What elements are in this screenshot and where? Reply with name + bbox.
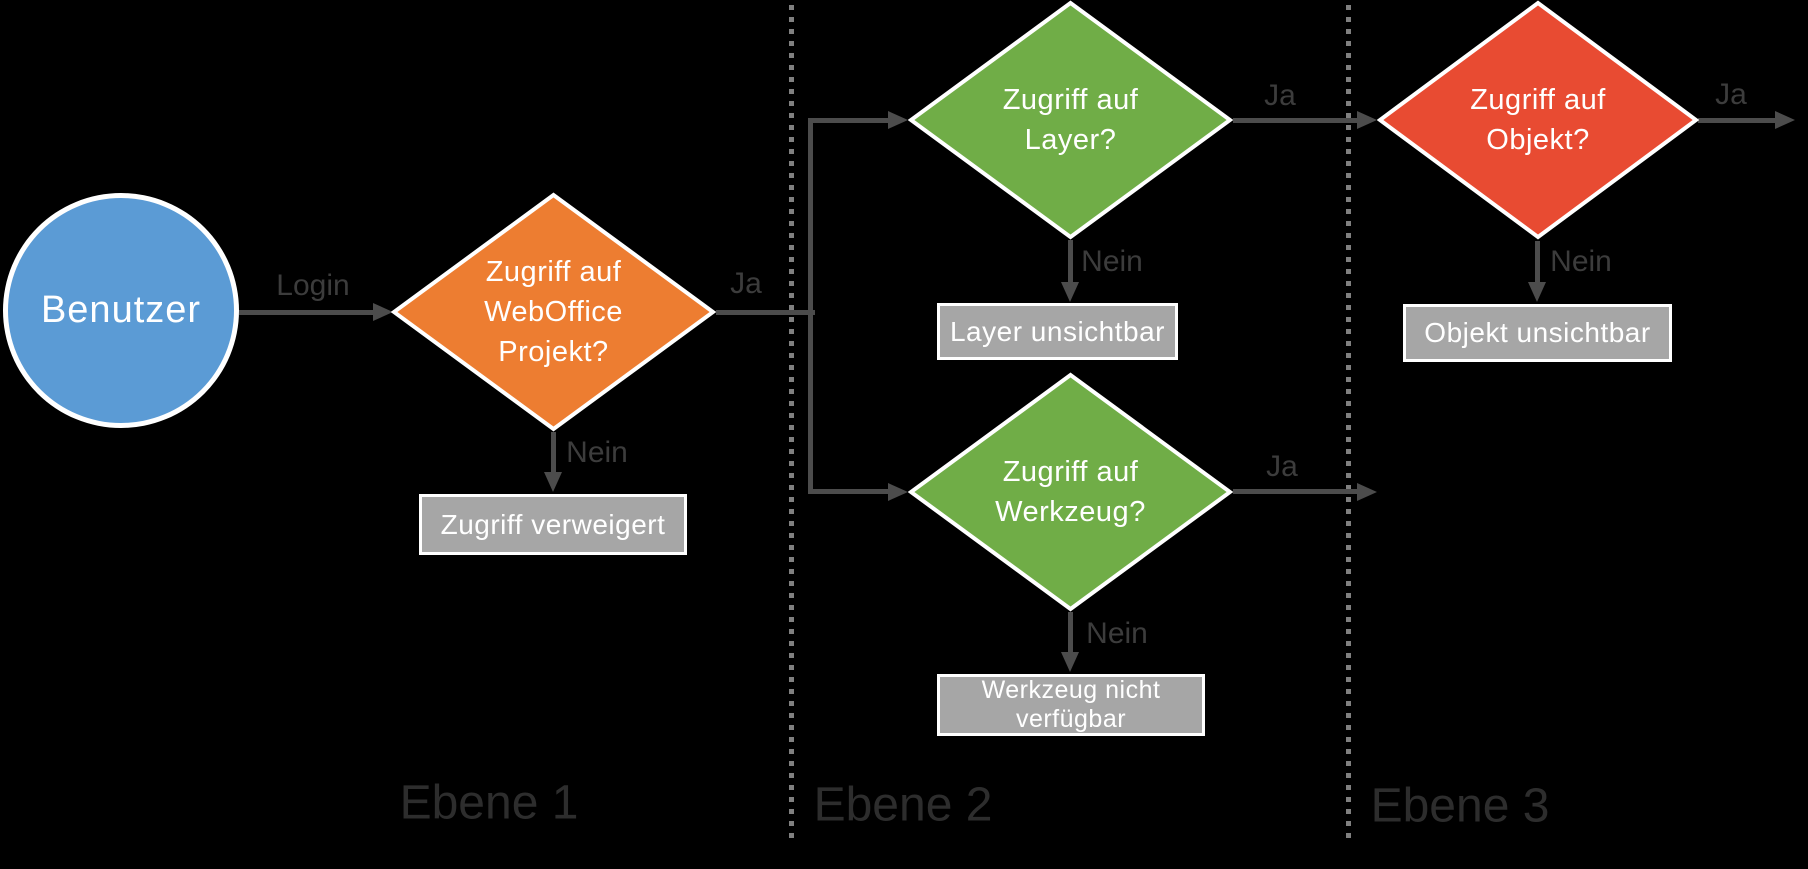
edge-project-ja-line	[716, 310, 815, 315]
edge-label-project-ja: Ja	[730, 267, 762, 300]
edge-tool-ja-arrowhead	[1357, 483, 1377, 501]
edge-object-nein-line	[1535, 241, 1540, 283]
edge-tool-nein-arrowhead	[1061, 652, 1079, 672]
edge-object-ja-arrowhead	[1775, 111, 1795, 129]
junction-vertical-line	[808, 118, 813, 494]
edge-tool-ja-line	[1233, 489, 1358, 494]
edge-label-tool-ja: Ja	[1266, 450, 1298, 483]
lane-label-ebene-1: Ebene 1	[399, 776, 579, 830]
tool-decision-label: Zugriff auf Werkzeug?	[995, 456, 1146, 528]
layer-hidden-box: Layer unsichtbar	[937, 303, 1178, 360]
edge-label-object-ja: Ja	[1715, 78, 1747, 111]
diamond-shape	[391, 192, 716, 432]
edge-label-login: Login	[276, 269, 350, 302]
project-decision-node: Zugriff auf WebOffice Projekt?	[391, 192, 716, 432]
object-decision-label: Zugriff auf Objekt?	[1470, 84, 1606, 156]
lane-divider-1	[789, 5, 794, 838]
lane-divider-2	[1346, 5, 1351, 838]
layer-decision-label: Zugriff auf Layer?	[1002, 84, 1139, 156]
project-decision-label: Zugriff auf WebOffice Projekt?	[484, 256, 623, 368]
object-decision-node: Zugriff auf Objekt?	[1377, 0, 1699, 240]
edge-layer-nein-line	[1068, 240, 1073, 283]
diamond-shape	[908, 372, 1233, 612]
lane-label-ebene-3: Ebene 3	[1370, 779, 1550, 833]
edge-label-layer-nein: Nein	[1081, 245, 1143, 278]
edge-label-object-nein: Nein	[1550, 245, 1612, 278]
edge-junction-tool-line	[811, 489, 889, 494]
edge-object-ja-line	[1698, 118, 1776, 123]
edge-object-nein-arrowhead	[1528, 282, 1546, 302]
edge-junction-layer-arrowhead	[888, 111, 908, 129]
user-start-node: Benutzer	[3, 193, 239, 428]
edge-junction-layer-line	[811, 118, 889, 123]
edge-login-line	[239, 310, 375, 315]
edge-label-layer-ja: Ja	[1264, 79, 1296, 112]
layer-decision-node: Zugriff auf Layer?	[908, 0, 1233, 240]
edge-layer-ja-arrowhead	[1357, 111, 1377, 129]
edge-layer-ja-line	[1233, 118, 1358, 123]
edge-label-project-nein: Nein	[566, 436, 628, 469]
object-hidden-box: Objekt unsichtbar	[1403, 304, 1672, 362]
edge-project-nein-line	[551, 432, 556, 473]
user-node-label: Benutzer	[40, 289, 202, 331]
edge-label-tool-nein: Nein	[1086, 617, 1148, 650]
edge-junction-tool-arrowhead	[888, 483, 908, 501]
access-denied-box: Zugriff verweigert	[419, 494, 687, 555]
diamond-shape	[1377, 0, 1699, 240]
edge-login-arrowhead	[373, 303, 393, 321]
tool-unavailable-box: Werkzeug nicht verfügbar	[937, 674, 1205, 736]
lane-label-ebene-2: Ebene 2	[813, 778, 993, 832]
edge-project-nein-arrowhead	[544, 472, 562, 492]
diamond-shape	[908, 0, 1233, 240]
edge-tool-nein-line	[1068, 612, 1073, 653]
tool-decision-node: Zugriff auf Werkzeug?	[908, 372, 1233, 612]
edge-layer-nein-arrowhead	[1061, 282, 1079, 302]
